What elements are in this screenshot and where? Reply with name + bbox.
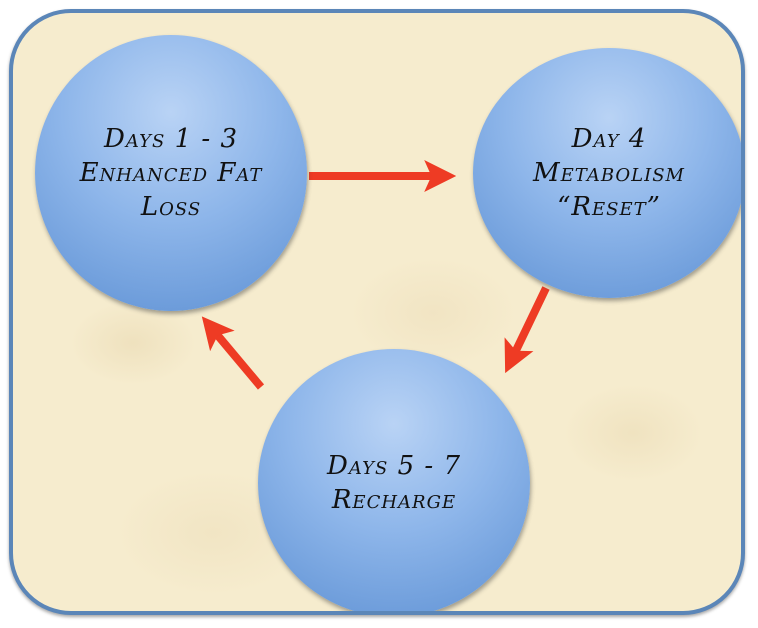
arrows-layer [201,160,550,390]
diagram-frame: Days 1 - 3 Enhanced Fat Loss Day 4 Metab… [9,9,745,615]
node-1-line-1: Days 1 - 3 [104,124,238,154]
node-days-1-3: Days 1 - 3 Enhanced Fat Loss [35,35,307,311]
node-2-line-3: “Reset” [557,192,661,222]
node-3-line-1: Days 5 - 7 [327,451,461,481]
node-1-line-3: Loss [140,192,202,222]
node-2-line-2: Metabolism [533,158,685,188]
node-3-line-2: Recharge [331,485,457,515]
node-1-line-2: Enhanced Fat [79,158,263,188]
node-day-4: Day 4 Metabolism “Reset” [473,48,741,298]
arrow-node3-to-node1 [201,316,265,390]
arrow-node2-to-node3 [504,286,550,374]
node-2-line-1: Day 4 [571,124,647,154]
node-days-5-7: Days 5 - 7 Recharge [258,349,530,611]
